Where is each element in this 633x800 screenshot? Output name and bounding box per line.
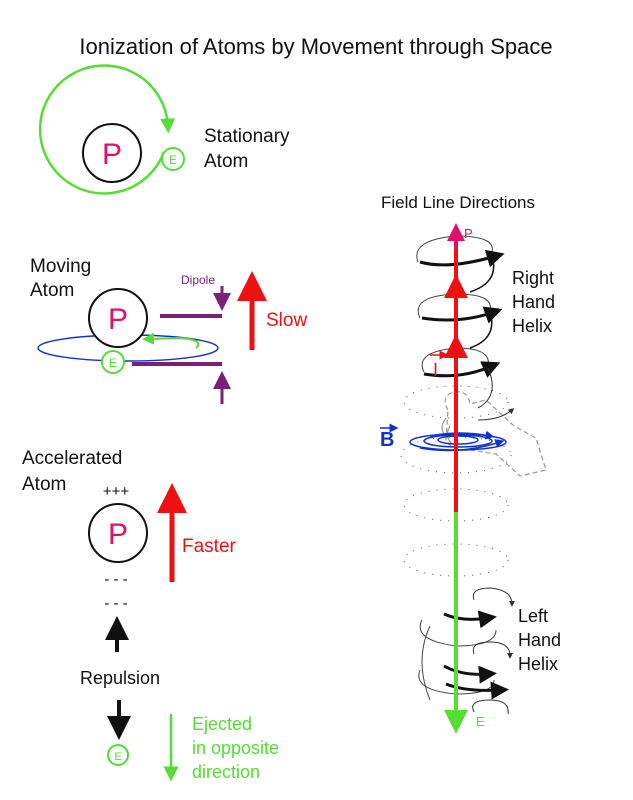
right-helix-front-2	[469, 255, 495, 293]
ejected-electron-label: E	[114, 751, 121, 763]
bfield-arrow	[419, 439, 505, 452]
right-helix-label-3: Helix	[512, 316, 552, 336]
left-helix-front-1	[443, 610, 497, 629]
middle-helix-dotted-2	[400, 436, 512, 474]
field-e-label: E	[476, 714, 485, 729]
bfield-arrow-2	[429, 430, 495, 440]
field-p-label: P	[464, 226, 473, 241]
right-helix-label-2: Hand	[512, 292, 555, 312]
moving-electron-label: E	[109, 356, 117, 370]
right-helix-label-1: Right	[512, 268, 554, 288]
bfield-symbol: B	[380, 429, 394, 451]
accelerated-proton-circle	[88, 503, 148, 563]
moving-atom: Moving Atom P E Dipole Slow	[30, 256, 307, 404]
moving-proton-label: P	[108, 303, 128, 336]
left-helix-arc-1	[472, 587, 515, 607]
middle-helix-dotted-1	[403, 385, 509, 419]
minus-charges-2: - - -	[104, 595, 127, 612]
page-title: Ionization of Atoms by Movement through …	[79, 34, 552, 59]
middle-helix-dotted-3	[403, 488, 509, 522]
left-helix-label-1: Left	[518, 606, 548, 626]
left-helix-label-2: Hand	[518, 630, 561, 650]
field-line-diagram: Field Line Directions B	[380, 193, 561, 734]
accelerated-atom: Accelerated Atom +++ P - - - - - - Faste…	[22, 448, 279, 782]
slow-label: Slow	[266, 310, 307, 331]
moving-proton-circle	[88, 288, 148, 348]
moving-label-2: Atom	[30, 280, 74, 301]
faster-label: Faster	[182, 536, 237, 557]
stationary-label-2: Atom	[204, 151, 248, 172]
ejected-label-2: in opposite	[192, 738, 279, 758]
ejected-electron-circle	[107, 744, 129, 766]
stationary-proton-label: P	[102, 138, 122, 171]
minus-charges-1: - - -	[104, 571, 127, 588]
stationary-orbit	[38, 64, 176, 195]
right-helix-front-6	[477, 367, 493, 409]
right-helix-front-4	[469, 311, 493, 349]
right-helix-front-5	[423, 361, 501, 378]
accelerated-label-1: Accelerated	[22, 448, 122, 469]
stationary-electron-label: E	[169, 153, 177, 167]
moving-orbit-green	[142, 332, 200, 349]
moving-label-1: Moving	[30, 256, 91, 277]
right-helix-front-3	[421, 306, 503, 324]
plus-charges: +++	[103, 483, 130, 500]
ejected-label-1: Ejected	[192, 714, 252, 734]
left-helix-lower-back	[421, 625, 431, 701]
stationary-proton-circle	[82, 123, 142, 183]
left-helix-arc-2	[472, 641, 513, 659]
stationary-label-1: Stationary	[204, 126, 290, 147]
right-helix-front-1	[419, 249, 505, 268]
accelerated-label-2: Atom	[22, 474, 66, 495]
stationary-atom: P E Stationary Atom	[38, 64, 290, 195]
stationary-electron-circle	[161, 147, 185, 171]
middle-helix-dotted-4	[403, 543, 509, 577]
repulsion-label: Repulsion	[80, 668, 160, 688]
left-helix-front-2	[443, 664, 497, 684]
field-title: Field Line Directions	[381, 193, 535, 212]
left-helix-front-3	[445, 681, 509, 700]
left-helix-label-3: Helix	[518, 654, 558, 674]
right-helix-tail	[477, 408, 515, 421]
left-helix-arc-3	[472, 699, 509, 715]
current-symbol: I	[433, 360, 438, 380]
ejected-label-3: direction	[192, 762, 260, 782]
accelerated-proton-label: P	[108, 518, 128, 551]
moving-electron-circle	[101, 350, 125, 374]
dipole-label: Dipole	[181, 273, 215, 287]
